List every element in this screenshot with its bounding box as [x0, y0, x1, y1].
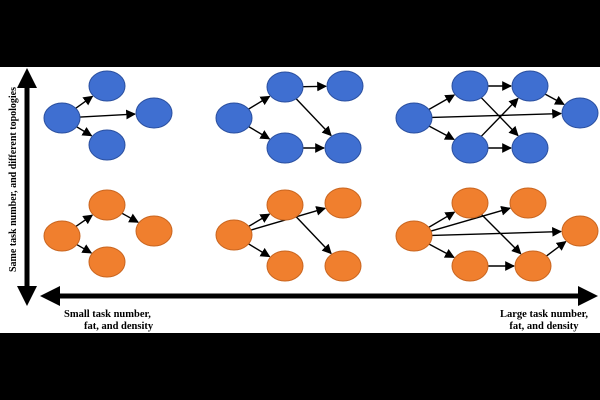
node-blue-large-a: [395, 102, 433, 134]
graph-blue-small: [43, 70, 173, 161]
edge-orange-small-b-c: [121, 212, 139, 223]
node-blue-large-c: [451, 132, 489, 164]
node-orange-medium-c: [266, 250, 304, 282]
vertical-axis-label: Same task number, and different topologi…: [8, 86, 19, 272]
node-orange-medium-a: [215, 219, 253, 251]
edge-orange-small-a-b: [75, 214, 94, 228]
graph-blue-large: [395, 70, 599, 164]
node-blue-small-c: [135, 97, 173, 129]
node-blue-large-b: [451, 70, 489, 102]
node-orange-small-c: [135, 215, 173, 247]
node-orange-medium-e: [324, 250, 362, 282]
graph-orange-large: [395, 187, 599, 282]
graph-orange-medium: [215, 187, 362, 282]
edge-blue-medium-a-c: [248, 126, 271, 140]
node-orange-medium-b: [266, 189, 304, 221]
left-bottom-label: Small task number, fat, and density: [64, 309, 153, 333]
node-blue-medium-e: [324, 132, 362, 164]
edge-orange-large-b-e: [481, 214, 522, 255]
edge-orange-large-a-f: [431, 226, 562, 237]
graphs-layer: [43, 70, 599, 282]
node-blue-small-b: [88, 70, 126, 102]
edge-orange-large-a-c: [428, 243, 455, 259]
edge-blue-large-c-d: [480, 97, 519, 137]
graph-blue-medium: [215, 70, 364, 164]
node-blue-small-a: [43, 102, 81, 134]
node-orange-large-a: [395, 220, 433, 252]
edge-blue-small-a-c: [79, 109, 137, 120]
edge-orange-large-a-b: [428, 211, 456, 228]
edge-blue-large-a-f: [431, 108, 562, 119]
node-blue-medium-b: [266, 71, 304, 103]
edge-blue-medium-a-b: [248, 95, 271, 110]
edge-orange-medium-a-c: [248, 243, 271, 258]
node-orange-large-e: [514, 250, 552, 282]
edge-orange-medium-b-e: [295, 216, 332, 255]
node-orange-large-d: [509, 187, 547, 219]
node-orange-small-d: [88, 246, 126, 278]
node-blue-medium-a: [215, 102, 253, 134]
node-blue-small-d: [88, 129, 126, 161]
left-bottom-label-line2: fat, and density: [84, 321, 154, 332]
right-bottom-label-line1: Large task number,: [500, 309, 588, 320]
left-bottom-label-line1: Small task number,: [64, 309, 151, 320]
node-blue-large-f: [561, 97, 599, 129]
edge-orange-large-e-f: [546, 241, 567, 257]
edge-orange-medium-a-b: [248, 213, 271, 227]
node-blue-medium-d: [326, 70, 364, 102]
edge-orange-small-a-d: [76, 243, 93, 254]
node-orange-large-c: [451, 250, 489, 282]
node-blue-large-d: [511, 70, 549, 102]
node-orange-small-b: [88, 189, 126, 221]
node-orange-large-f: [561, 215, 599, 247]
node-orange-small-a: [43, 220, 81, 252]
right-bottom-label: Large task number, fat, and density: [500, 309, 588, 333]
node-orange-large-b: [451, 187, 489, 219]
edge-orange-large-a-d: [430, 205, 511, 232]
edge-blue-large-d-f: [544, 93, 565, 105]
edge-blue-large-a-b: [428, 94, 456, 111]
right-bottom-label-line2: fat, and density: [509, 321, 579, 332]
edge-blue-large-a-c: [428, 125, 455, 141]
node-orange-medium-d: [324, 187, 362, 219]
node-blue-large-e: [511, 132, 549, 164]
node-blue-medium-c: [266, 132, 304, 164]
edge-blue-small-a-b: [75, 95, 94, 109]
edge-blue-medium-b-e: [295, 98, 332, 137]
edge-blue-small-a-d: [76, 126, 93, 137]
graph-orange-small: [43, 189, 173, 278]
